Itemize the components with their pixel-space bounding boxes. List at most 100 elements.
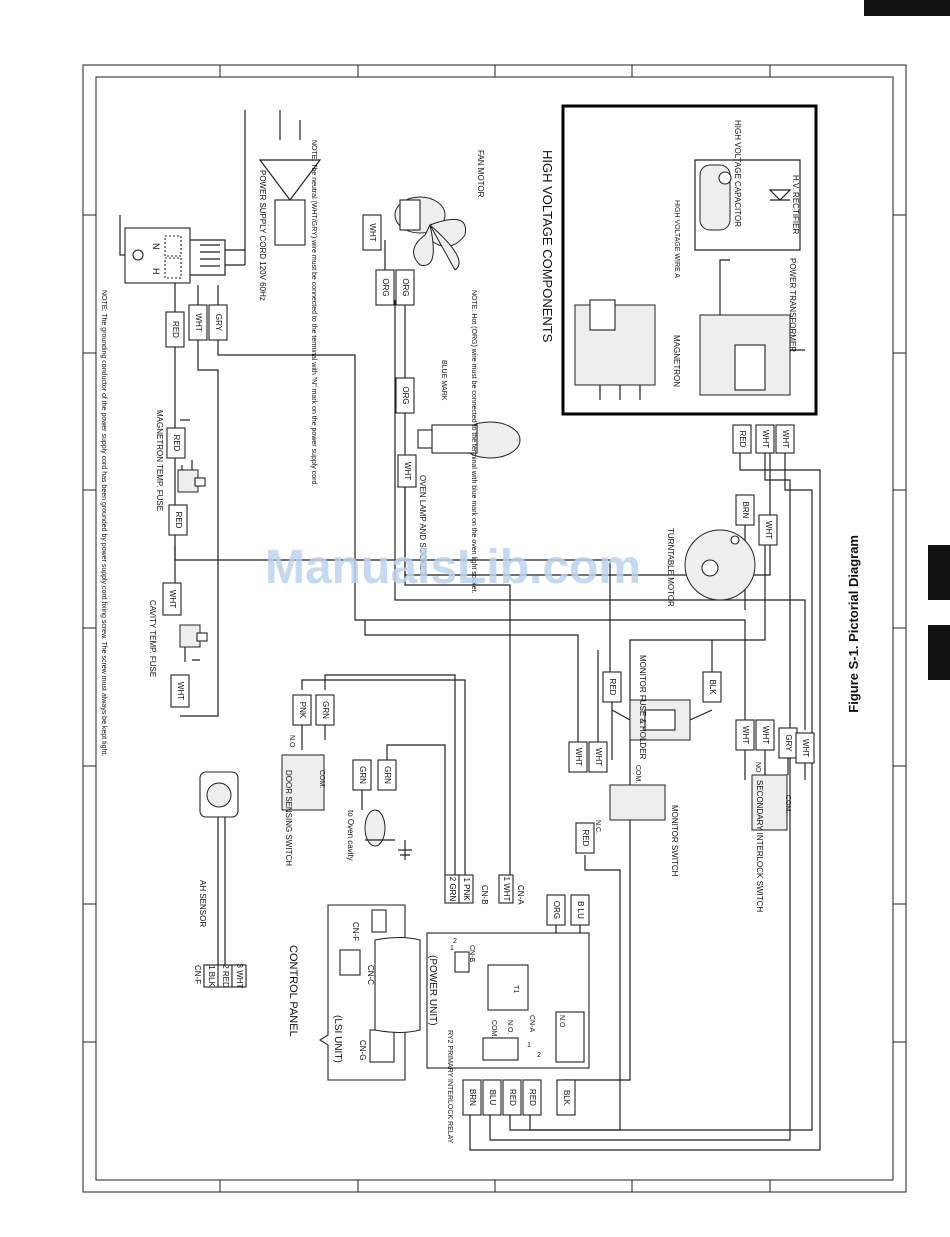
wire-label-wht: WHT <box>795 732 815 764</box>
wire-label-org: ORG <box>546 894 566 926</box>
wire-label-wht: WHT <box>755 719 775 751</box>
wire-label-org: ORG <box>375 269 395 306</box>
wire-label-text: B LU <box>576 901 585 919</box>
wire-label-text: RED <box>738 431 747 448</box>
wire-label-box <box>397 454 417 488</box>
door-no-label: N.O <box>288 735 295 748</box>
cavity-temp-fuse-label: CAVITY TEMP. FUSE <box>148 600 157 677</box>
cn-b-pin-2: 2 GRN <box>448 877 457 902</box>
wire-label-text: WHT <box>741 726 750 744</box>
door-sensing-switch: DOOR SENSING SWITCH N.O COM. <box>281 735 325 866</box>
wire-label-text: WHT <box>403 462 412 480</box>
monitor-switch-label: MONITOR SWITCH <box>670 805 679 877</box>
wire-label-box <box>702 671 722 703</box>
wire-label-text: BLK <box>708 679 717 695</box>
cn-b-unit-label: CN-B <box>468 945 475 962</box>
oven-lamp: BLUE MARK OVEN LAMP AND SOCKET <box>417 360 521 575</box>
wire-label-box <box>462 1079 482 1116</box>
wire-label-brn: BRN <box>735 494 755 526</box>
wire-label-text: ORG <box>401 386 410 404</box>
wire-label-box <box>732 424 752 454</box>
wire-label-text: WHT <box>194 313 203 331</box>
wire-label-text: RED <box>174 512 183 529</box>
monitor-fuse-holder: MONITOR FUSE & HOLDER <box>611 655 713 760</box>
wire-label-box <box>395 377 415 414</box>
fan-motor: FAN MOTOR <box>394 150 485 271</box>
wire-label-box <box>208 304 228 341</box>
wire-label-box <box>166 427 186 459</box>
wire-label-box <box>362 214 382 251</box>
note-hot-text: NOTE: Hot (ORG) wire must be connected t… <box>470 290 477 594</box>
wire-label-box <box>588 741 608 773</box>
secondary-interlock-label: SECONDARY INTERLOCK SWITCH <box>755 780 764 912</box>
wire-label-box <box>735 494 755 526</box>
wire-label-brn: BRN <box>462 1079 482 1116</box>
wire-label-text: RED <box>528 1089 537 1106</box>
wire-label-wht: WHT <box>188 304 208 341</box>
wire-label-red: RED <box>522 1079 542 1116</box>
wire-label-box <box>570 894 590 926</box>
secondary-interlock-switch: SECONDARY INTERLOCK SWITCH NO COM. <box>751 762 791 912</box>
wire-label-wht: WHT <box>775 424 795 454</box>
wire-label-wht: WHT <box>735 719 755 751</box>
lsi-unit-label: (LSI UNIT) <box>332 1015 343 1063</box>
wire-label-blu: BLU <box>482 1079 502 1116</box>
relay-com-label: COM. <box>490 1020 497 1038</box>
cn-f-pin-1: 1 BLK <box>207 965 216 987</box>
wire-label-box <box>502 1079 522 1116</box>
turntable-motor: TURNTABLE MOTOR <box>666 528 756 607</box>
cn-g-label: CN-G <box>358 1040 367 1060</box>
cn-f-panel-label: CN-F <box>351 922 360 941</box>
cn-a-pin-box <box>498 874 514 904</box>
magnetron: MAGNETRON <box>574 299 681 400</box>
wire-label-org: ORG <box>395 269 415 306</box>
door-sensing-label: DOOR SENSING SWITCH <box>284 770 293 866</box>
hv-wire-label: HIGH VOLTAGE WIRE A <box>673 200 680 278</box>
cn-b-pin-mark-2: 2 <box>453 938 457 945</box>
secondary-com-label: COM. <box>784 795 791 813</box>
relay-no-short-label: N.O <box>558 1015 565 1028</box>
wire-label-box <box>575 822 595 854</box>
blue-mark-label: BLUE MARK <box>440 360 447 401</box>
turntable-motor-label: TURNTABLE MOTOR <box>666 528 675 607</box>
ground-connector: to Oven cavity <box>346 809 412 861</box>
control-panel-label: CONTROL PANEL <box>287 945 299 1037</box>
wire-label-pnk: PNK <box>292 694 312 726</box>
cn-a-pin-rows: 1 WHT <box>498 874 514 904</box>
wire-label-box <box>755 719 775 751</box>
relay-no-label: N.O. <box>506 1020 513 1034</box>
wire-label-text: BLU <box>488 1090 497 1106</box>
wire-label-blk: BLK <box>702 671 722 703</box>
hv-capacitor-label: HIGH VOLTAGE CAPACITOR <box>733 120 742 227</box>
wiring <box>174 240 821 1151</box>
cn-f-pin-3: 3 WHT <box>235 964 244 989</box>
high-voltage-section: HIGH VOLTAGE COMPONENTS MAGNETRON POWER … <box>540 104 818 416</box>
wire-label-box <box>482 1079 502 1116</box>
wire-label-gry: GRY <box>778 727 798 759</box>
wire-label-text: GRN <box>358 766 367 784</box>
wire-label-box <box>758 514 778 546</box>
cn-b-pin-1: 1 PNK <box>462 877 471 901</box>
wire-label-text: WHT <box>761 430 770 448</box>
wire-label-box <box>602 671 622 703</box>
wire-label-blu: B LU <box>570 894 590 926</box>
cn-b-pin-mark-1: 1 <box>450 945 454 952</box>
wire-label-text: WHT <box>764 521 773 539</box>
wire-label-box <box>165 311 185 348</box>
wire-label-box <box>546 894 566 926</box>
wire-label-box <box>755 424 775 454</box>
note-ground-text: NOTE: The grounding conductor of the pow… <box>100 290 107 756</box>
magnetron-temp-fuse-label: MAGNETRON TEMP. FUSE <box>155 410 164 511</box>
cn-a-pin-mark-1: 1 <box>527 1042 531 1049</box>
wire-label-blk: BLK <box>556 1079 576 1116</box>
cn-a-pin-mark-2: 2 <box>537 1052 541 1059</box>
cn-a-unit-label: CN-A <box>528 1015 535 1032</box>
wire-label-wht: WHT <box>170 674 190 708</box>
primary-relay-label: RY2 PRIMARY INTERLOCK RELAY <box>446 1030 453 1144</box>
cn-f-pin-box <box>231 964 247 988</box>
wire-label-red: RED <box>575 822 595 854</box>
wire-label-text: WHT <box>574 748 583 766</box>
wire-label-box <box>568 741 588 773</box>
